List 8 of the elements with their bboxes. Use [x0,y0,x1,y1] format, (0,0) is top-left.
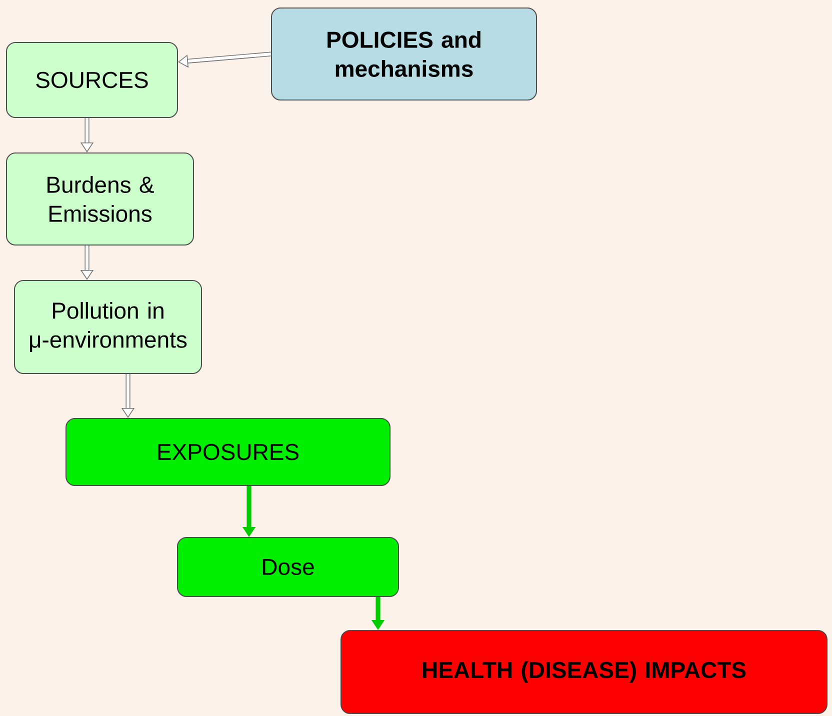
arrow [178,52,272,68]
process-box: Dose [177,537,399,597]
process-box: HEALTH (DISEASE) IMPACTS [340,630,828,714]
process-box: Pollution in μ-environments [14,280,202,374]
process-box: Burdens & Emissions [6,152,194,246]
process-box: POLICIES and mechanisms [271,8,537,100]
process-box: EXPOSURES [66,418,390,486]
process-box: SOURCES [6,42,178,118]
